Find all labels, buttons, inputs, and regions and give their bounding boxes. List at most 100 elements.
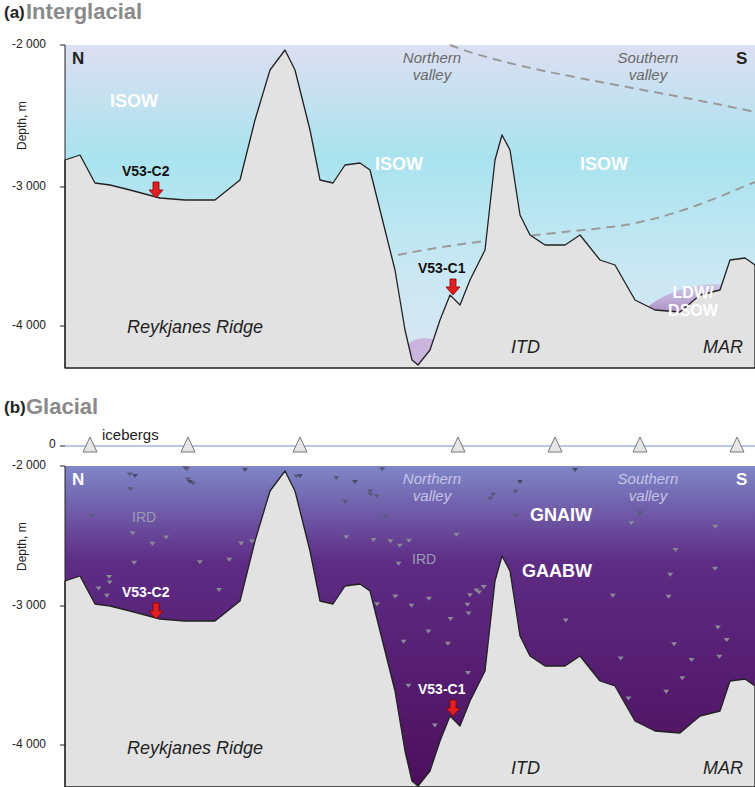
ird-mark bbox=[625, 696, 631, 700]
ird-mark bbox=[447, 617, 453, 621]
ird-mark bbox=[132, 474, 138, 478]
ird-mark bbox=[382, 515, 388, 519]
iceberg-symbol bbox=[83, 437, 97, 452]
ird-mark bbox=[715, 625, 721, 629]
text-label: -2 000 bbox=[12, 38, 46, 51]
ird-mark bbox=[406, 539, 412, 543]
axis-tick bbox=[60, 466, 65, 467]
ird-mark bbox=[432, 724, 438, 728]
text-label: ITD bbox=[511, 338, 540, 358]
text-label: IRD bbox=[412, 552, 436, 567]
text-label: V53-C2 bbox=[122, 164, 169, 179]
core-site-arrow bbox=[149, 603, 163, 619]
ird-mark bbox=[374, 602, 380, 606]
text-label: Southern valley bbox=[608, 50, 688, 83]
ird-mark bbox=[512, 490, 518, 494]
axis-tick bbox=[60, 606, 65, 607]
ird-mark bbox=[572, 468, 578, 472]
ird-mark bbox=[667, 573, 673, 577]
ird-mark bbox=[481, 585, 487, 589]
ird-mark bbox=[716, 655, 722, 659]
iceberg-symbol bbox=[293, 437, 307, 452]
core-site-arrow bbox=[149, 182, 163, 198]
text-label: Interglacial bbox=[26, 0, 142, 24]
text-label: ITD bbox=[511, 759, 540, 779]
ird-mark bbox=[473, 589, 479, 593]
ird-mark bbox=[517, 480, 523, 484]
ird-mark bbox=[184, 467, 190, 471]
text-label: S bbox=[736, 50, 747, 69]
text-label: -4 000 bbox=[12, 319, 46, 332]
ird-mark bbox=[106, 575, 112, 579]
text-label: Southern valley bbox=[608, 471, 688, 504]
core-site-arrow bbox=[446, 700, 460, 716]
axis-tick bbox=[60, 446, 65, 447]
iceberg-symbol bbox=[451, 437, 465, 452]
text-label: ISOW bbox=[580, 155, 628, 175]
text-label: Depth, m bbox=[16, 101, 29, 150]
ird-mark bbox=[242, 468, 248, 472]
axis-tick bbox=[60, 326, 65, 327]
text-label: Northern valley bbox=[392, 471, 472, 504]
text-label: -3 000 bbox=[12, 599, 46, 612]
text-label: Depth, m bbox=[16, 522, 29, 571]
ird-mark bbox=[128, 487, 134, 491]
text-label: V53-C1 bbox=[418, 261, 465, 276]
axis-tick bbox=[60, 745, 65, 746]
iceberg-symbol bbox=[730, 437, 744, 452]
text-label: MAR bbox=[703, 759, 743, 779]
text-label: N bbox=[72, 471, 84, 490]
ird-mark bbox=[487, 497, 493, 501]
ird-mark bbox=[465, 671, 471, 675]
ird-mark bbox=[426, 597, 432, 601]
text-label: icebergs bbox=[102, 427, 159, 444]
text-label: ISOW bbox=[375, 155, 423, 175]
ird-mark bbox=[387, 539, 393, 543]
text-label: (a) bbox=[4, 4, 25, 23]
text-label: S bbox=[736, 471, 747, 490]
ird-mark bbox=[637, 511, 643, 515]
text-label: ISOW bbox=[110, 92, 158, 112]
text-label: Northern valley bbox=[392, 50, 472, 83]
text-label: -3 000 bbox=[12, 180, 46, 193]
ird-mark bbox=[187, 480, 193, 484]
ird-mark bbox=[107, 580, 113, 584]
ird-mark bbox=[96, 587, 102, 591]
text-label: Reykjanes Ridge bbox=[120, 739, 270, 759]
ird-mark bbox=[712, 525, 718, 529]
text-label: V53-C1 bbox=[418, 682, 465, 697]
ird-mark bbox=[401, 640, 407, 644]
ird-mark bbox=[425, 629, 431, 633]
ird-mark bbox=[689, 658, 695, 662]
ird-mark bbox=[445, 642, 451, 646]
ird-mark bbox=[464, 603, 470, 607]
axis-tick bbox=[60, 187, 65, 188]
seafloor-profile bbox=[65, 50, 755, 368]
text-label: 0 bbox=[49, 438, 56, 451]
ird-mark bbox=[628, 521, 634, 525]
ird-mark bbox=[297, 474, 303, 478]
iceberg-symbol bbox=[548, 437, 562, 452]
ird-mark bbox=[397, 544, 403, 548]
ird-mark bbox=[226, 558, 232, 562]
ird-mark bbox=[342, 500, 348, 504]
ird-mark bbox=[712, 567, 718, 571]
ird-mark bbox=[104, 594, 110, 598]
ird-mark bbox=[490, 493, 496, 497]
ird-mark bbox=[467, 593, 473, 597]
text-label: LDW/ DSOW bbox=[658, 284, 728, 319]
ird-mark bbox=[453, 533, 459, 537]
iceberg-symbol bbox=[181, 437, 195, 452]
ird-mark bbox=[130, 531, 136, 535]
ird-mark bbox=[405, 684, 411, 688]
ird-mark bbox=[249, 539, 255, 543]
ird-mark bbox=[368, 493, 374, 497]
text-label: (b) bbox=[4, 399, 26, 418]
ird-mark bbox=[666, 595, 672, 599]
ird-mark bbox=[131, 561, 137, 565]
ird-mark bbox=[663, 690, 669, 694]
text-label: -2 000 bbox=[12, 459, 46, 472]
ird-mark bbox=[197, 560, 203, 564]
ird-mark bbox=[724, 638, 730, 642]
